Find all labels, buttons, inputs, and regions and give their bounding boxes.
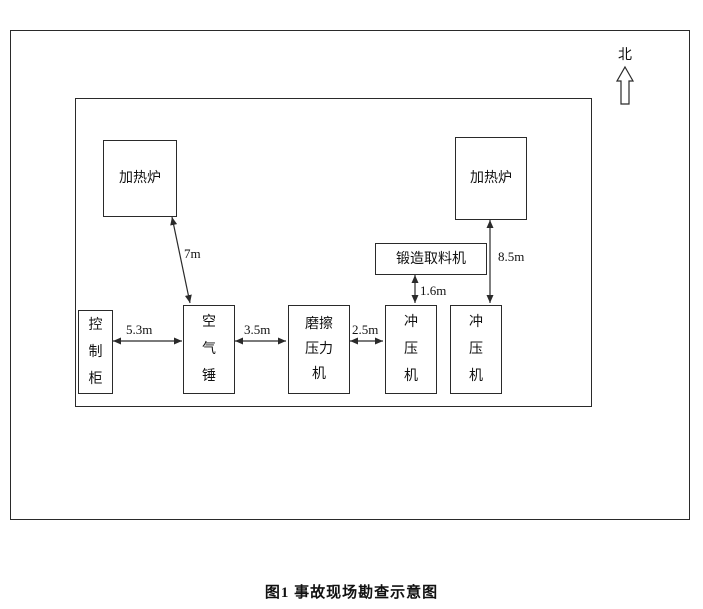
north-arrow-icon	[615, 65, 635, 105]
arrow-furnace-left-to-hammer	[170, 216, 192, 304]
box-punch-press-1: 冲压机	[385, 305, 437, 394]
box-punch-press-2: 冲压机	[450, 305, 502, 394]
furnace-left-label: 加热炉	[119, 171, 161, 186]
furnace-right-label: 加热炉	[470, 171, 512, 186]
distance-label-furnace-punch: 8.5m	[498, 249, 525, 264]
control-cabinet-label: 控制柜	[88, 317, 103, 387]
workshop-outline	[75, 98, 592, 407]
box-furnace-right: 加热炉	[455, 137, 527, 220]
figure-caption: 图1 事故现场勘查示意图	[264, 585, 439, 601]
distance-label-furnace-hammer: 7m	[184, 246, 201, 261]
punch-press-1-label: 冲压机	[404, 315, 418, 384]
friction-press-label: 磨擦压力机	[304, 317, 333, 382]
distance-label-hammer-friction-press: 3.5m	[244, 322, 271, 337]
box-forging-reclaimer: 锻造取料机	[375, 243, 487, 275]
distance-label-friction-press-punch: 2.5m	[352, 322, 379, 337]
distance-label-cabinet-hammer: 5.3m	[126, 322, 153, 337]
distance-label-reclaimer-punch: 1.6m	[420, 283, 447, 298]
forging-reclaimer-label: 锻造取料机	[396, 251, 466, 267]
box-control-cabinet: 控制柜	[78, 310, 113, 394]
punch-press-2-label: 冲压机	[469, 315, 483, 384]
air-hammer-label: 空气锤	[202, 315, 216, 384]
box-air-hammer: 空气锤	[183, 305, 235, 394]
box-furnace-left: 加热炉	[103, 140, 177, 217]
north-label: 北	[618, 48, 632, 63]
box-friction-press: 磨擦压力机	[288, 305, 350, 394]
figure-border	[10, 30, 690, 520]
